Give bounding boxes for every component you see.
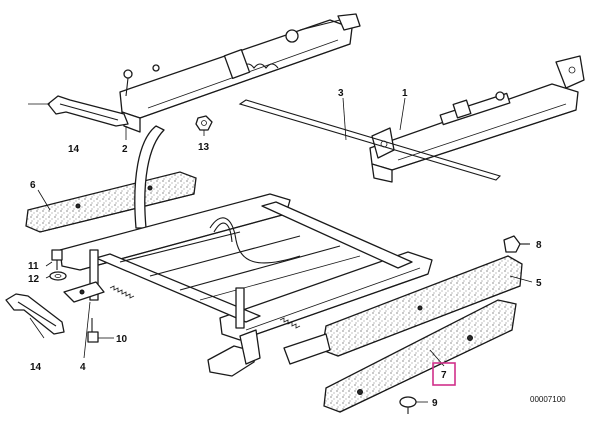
label-10: 10: [116, 334, 128, 345]
label-5: 5: [536, 278, 542, 289]
screw-part: [87, 318, 99, 343]
release-handle-upper: [47, 95, 129, 127]
label-6: 6: [30, 180, 36, 191]
release-handle-lower: [5, 293, 65, 335]
label-7: 7: [441, 370, 447, 381]
connecting-rod: [238, 99, 502, 181]
label-11: 11: [28, 261, 39, 272]
left-side-cover: [25, 171, 197, 233]
diagram-code: 00007100: [530, 395, 566, 404]
label-4: 4: [80, 362, 86, 373]
seat-frame-assembly: [59, 125, 433, 377]
label-14-upper: 14: [68, 144, 80, 155]
label-9: 9: [432, 398, 438, 409]
label-3: 3: [338, 88, 344, 99]
label-14-lower: 14: [30, 362, 42, 373]
bolt-and-washer: [49, 249, 67, 281]
label-7-highlight-box: [432, 362, 456, 386]
leader-lines: [28, 97, 533, 403]
left-upper-rail: [119, 13, 361, 133]
label-2: 2: [122, 144, 128, 155]
label-1: 1: [402, 88, 408, 99]
label-8: 8: [536, 240, 542, 251]
plug-part: [399, 396, 417, 414]
trim-panel-highlighted: [323, 299, 517, 413]
label-13: 13: [198, 142, 210, 153]
nut-part: [195, 115, 213, 131]
part-number-labels: 1 2 3 4 5 6 7 8 9 10 11 12 13 14 14: [28, 88, 542, 409]
label-12: 12: [28, 274, 40, 285]
right-side-cover: [283, 255, 523, 365]
right-upper-rail: [369, 55, 585, 183]
